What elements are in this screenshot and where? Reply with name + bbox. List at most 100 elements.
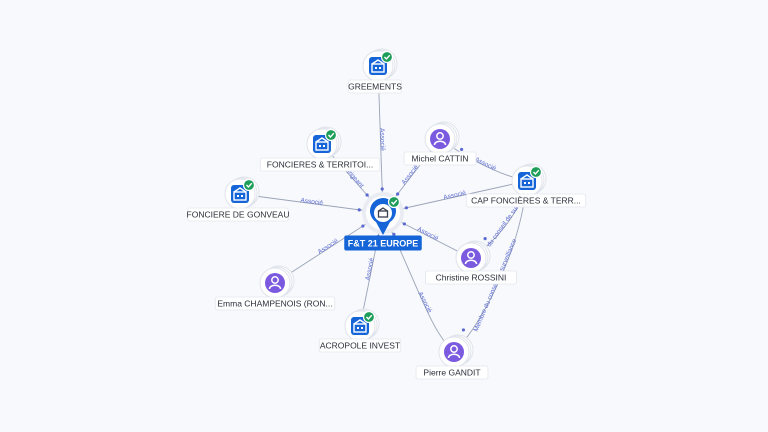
building-icon: [520, 174, 534, 188]
check-mark: [365, 314, 373, 321]
edge-arrow: [460, 147, 464, 152]
building-icon-window: [323, 145, 325, 147]
edge-label: Associé: [378, 128, 386, 151]
building-icon-body: [377, 210, 389, 218]
check-circle: [324, 128, 338, 142]
check-mark: [327, 132, 335, 139]
node-label: Michel CATTIN: [412, 154, 469, 164]
building-icon: [315, 137, 329, 151]
edge-arrow: [361, 224, 365, 228]
check-circle: [387, 195, 401, 209]
check-mark: [383, 54, 391, 61]
building-icon-roof: [378, 207, 388, 212]
check-circle: [242, 178, 256, 192]
node-greements[interactable]: GREEMENTS: [348, 48, 402, 94]
building-icon-bg: [231, 185, 249, 203]
center-label: F&T 21 EUROPE: [348, 239, 419, 249]
node-label: FONCIERE DE GONVEAU: [187, 210, 290, 220]
building-icon-window: [241, 195, 243, 197]
person-icon: [268, 276, 282, 290]
center-label-box: [344, 235, 422, 251]
check-mark: [245, 182, 253, 189]
building-icon-window: [379, 67, 381, 69]
edge-arrow: [365, 193, 369, 197]
building-icon-window: [528, 182, 530, 184]
edge-label: Associé: [300, 197, 324, 207]
edge-arrow: [392, 232, 396, 236]
person-icon-body: [464, 259, 478, 265]
person-icon-body: [268, 284, 282, 290]
edge-arrow: [461, 328, 466, 332]
verified-check-icon: [324, 128, 338, 142]
building-icon-bg: [369, 57, 387, 75]
building-icon-window: [524, 182, 526, 184]
edge-label: Associé: [474, 156, 498, 172]
building-icon-body: [520, 178, 534, 188]
edge-label: Associé: [364, 257, 375, 281]
node-christine-rossini[interactable]: Christine ROSSINI: [425, 240, 517, 285]
person-icon: [447, 345, 461, 359]
edge-cap-foncieres[interactable]: Associé: [382, 180, 528, 214]
verified-check-icon: [380, 50, 394, 64]
edge-arrow: [404, 206, 409, 210]
check-circle: [529, 165, 543, 179]
node-label: Pierre GANDIT: [423, 368, 480, 378]
building-icon-roof: [233, 187, 247, 193]
building-icon-bg: [313, 135, 331, 153]
node-label: Christine ROSSINI: [436, 273, 507, 283]
check-circle: [362, 310, 376, 324]
building-icon-roof: [520, 174, 534, 180]
person-icon-head: [467, 251, 475, 259]
node-label: CAP FONCIÈRES & TERR...: [471, 196, 581, 206]
edge-fonciere-gonveau[interactable]: Associé: [239, 193, 384, 214]
edge-label: Associé: [416, 291, 433, 315]
nodes-layer: GREEMENTS FONCIERES & TERRITOI... Michel C…: [187, 48, 587, 380]
center-node[interactable]: F&T 21 EUROPE: [344, 192, 422, 251]
node-label-box: [187, 207, 289, 222]
node-emma-champenois[interactable]: Emma CHAMPENOIS (RON...: [214, 265, 336, 311]
building-icon-window: [237, 195, 239, 197]
node-label-box: [465, 193, 587, 208]
node-pierre-gandit[interactable]: Pierre GANDIT: [415, 334, 489, 380]
building-icon-body: [233, 191, 247, 201]
node-label-box: [348, 79, 402, 94]
building-icon-body: [371, 63, 385, 73]
node-label-box: [403, 151, 477, 166]
node-label-box: [214, 296, 336, 311]
edge-line: [274, 212, 384, 284]
node-label-box: [259, 157, 381, 172]
building-icon-roof: [371, 59, 385, 65]
edge-arrow: [396, 192, 400, 196]
building-icon-bg: [351, 317, 369, 335]
node-label-box: [425, 270, 517, 285]
person-icon-body: [447, 353, 461, 359]
person-icon-head: [436, 132, 444, 140]
building-icon-roof: [315, 137, 329, 143]
node-fonciere-gonveau[interactable]: FONCIERE DE GONVEAU: [187, 176, 290, 222]
check-mark: [390, 199, 398, 206]
person-icon-head: [271, 276, 279, 284]
building-icon: [353, 319, 367, 333]
edge-arrow: [402, 222, 406, 226]
building-icon-window: [361, 327, 363, 329]
edge-label: Associé: [401, 164, 421, 187]
node-michel-cattin[interactable]: Michel CATTIN: [403, 121, 477, 166]
verified-check-icon: [529, 165, 543, 179]
node-foncieres-territoires[interactable]: FONCIERES & TERRITOI...: [259, 126, 381, 172]
building-icon: [377, 207, 389, 218]
edge-arrow: [483, 236, 487, 241]
verified-check-icon: [242, 178, 256, 192]
node-acropole-invest[interactable]: ACROPOLE INVEST: [318, 308, 402, 353]
node-label: Emma CHAMPENOIS (RON...: [217, 299, 332, 309]
building-icon-window: [375, 67, 377, 69]
node-cap-foncieres[interactable]: CAP FONCIÈRES & TERR...: [465, 163, 587, 208]
node-label: ACROPOLE INVEST: [320, 341, 400, 351]
building-icon-window: [319, 145, 321, 147]
node-label: GREEMENTS: [348, 82, 402, 92]
verified-check-icon: [362, 310, 376, 324]
node-label-box: [318, 338, 402, 353]
building-icon-window: [357, 327, 359, 329]
building-icon: [233, 187, 247, 201]
person-icon-body: [433, 140, 447, 146]
